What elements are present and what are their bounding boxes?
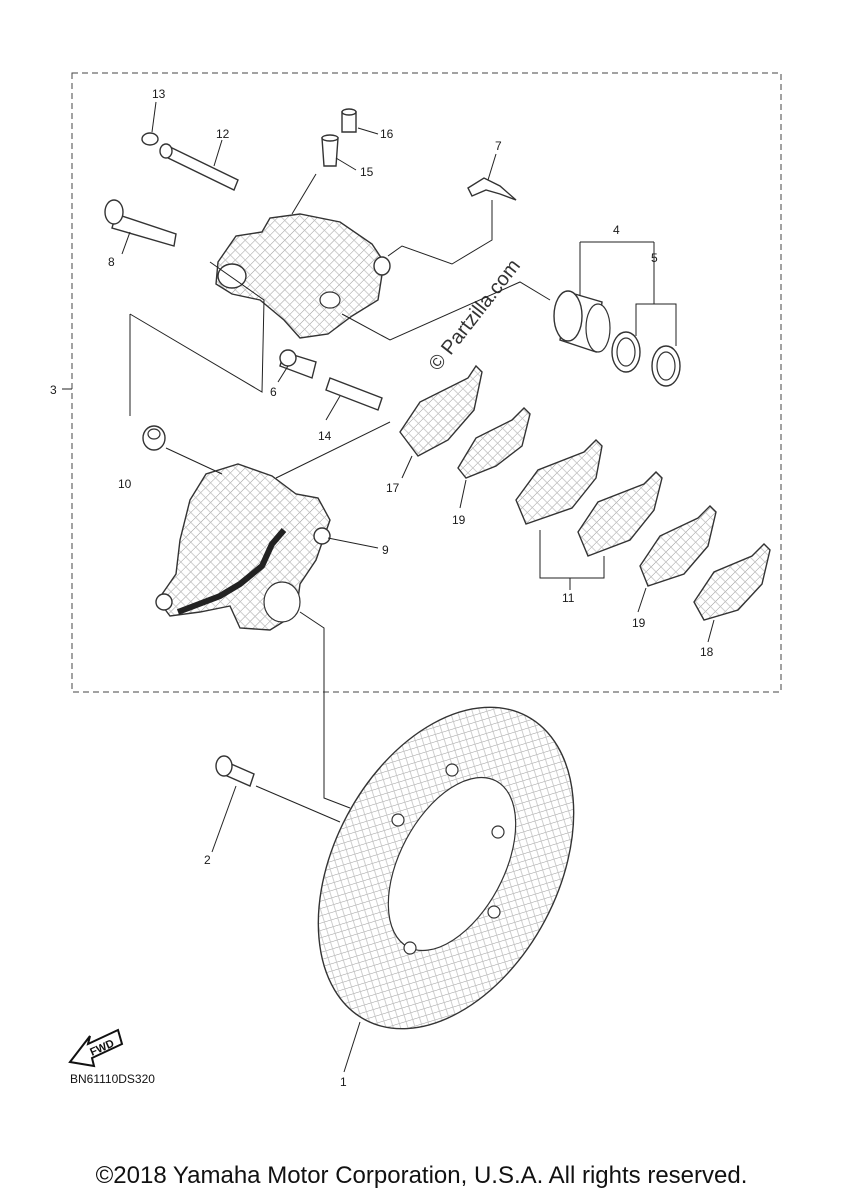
callout-8: 8 xyxy=(108,255,115,269)
callout-6: 6 xyxy=(270,385,277,399)
callout-18: 18 xyxy=(700,645,714,659)
callout-9: 9 xyxy=(382,543,389,557)
callout-11: 11 xyxy=(562,591,575,605)
part-1-brake-disc xyxy=(317,706,575,1030)
part-19-brake-pad-b xyxy=(639,505,717,587)
part-13-clip xyxy=(141,132,159,146)
callout-3: 3 xyxy=(50,383,57,397)
callout-15: 15 xyxy=(360,165,374,179)
caliper-assembly-boundary xyxy=(71,72,782,693)
part-12-pin xyxy=(159,143,239,191)
callout-12: 12 xyxy=(216,127,230,141)
part-18-brake-pad xyxy=(693,543,771,621)
part-9-caliper-bracket xyxy=(155,463,331,631)
callout-4: 4 xyxy=(613,223,620,237)
callout-7: 7 xyxy=(495,139,502,153)
part-10-bushing xyxy=(142,425,166,451)
part-11-brake-pad-a xyxy=(515,439,603,525)
part-2-bolt xyxy=(215,755,255,787)
callout-5: 5 xyxy=(651,251,658,265)
leader-lines xyxy=(62,101,715,1073)
callout-2: 2 xyxy=(204,853,211,867)
callout-16: 16 xyxy=(380,127,394,141)
callout-numbers: 1 2 3 4 5 6 7 8 9 10 11 12 13 14 15 16 1… xyxy=(50,87,714,1089)
callout-1: 1 xyxy=(340,1075,347,1089)
fwd-label: FWD xyxy=(88,1038,116,1059)
part-5-seals xyxy=(611,331,681,387)
part-6-sleeve xyxy=(279,349,317,379)
callout-10: 10 xyxy=(118,477,132,491)
part-19-brake-pad-a xyxy=(457,407,531,479)
copyright-notice: ©2018 Yamaha Motor Corporation, U.S.A. A… xyxy=(95,1162,748,1189)
watermark: © Partzilla.com xyxy=(425,255,525,375)
part-14-pin xyxy=(325,377,383,411)
part-16-cap xyxy=(341,108,357,133)
part-8-bolt xyxy=(104,199,177,247)
fwd-arrow-icon: FWD xyxy=(68,1028,124,1068)
diagram-code: BN61110DS320 xyxy=(70,1072,155,1086)
part-4-piston xyxy=(553,290,611,353)
callout-19-b: 19 xyxy=(632,616,646,630)
part-15-bleed-screw xyxy=(321,134,339,167)
part-7-spring xyxy=(467,177,517,201)
part-11-brake-pad-b xyxy=(577,471,663,557)
callout-14: 14 xyxy=(318,429,332,443)
upper-caliper-body xyxy=(215,213,391,339)
callout-19-a: 19 xyxy=(452,513,466,527)
callout-17: 17 xyxy=(386,481,400,495)
part-17-brake-pad xyxy=(399,364,483,457)
callout-13: 13 xyxy=(152,87,166,101)
